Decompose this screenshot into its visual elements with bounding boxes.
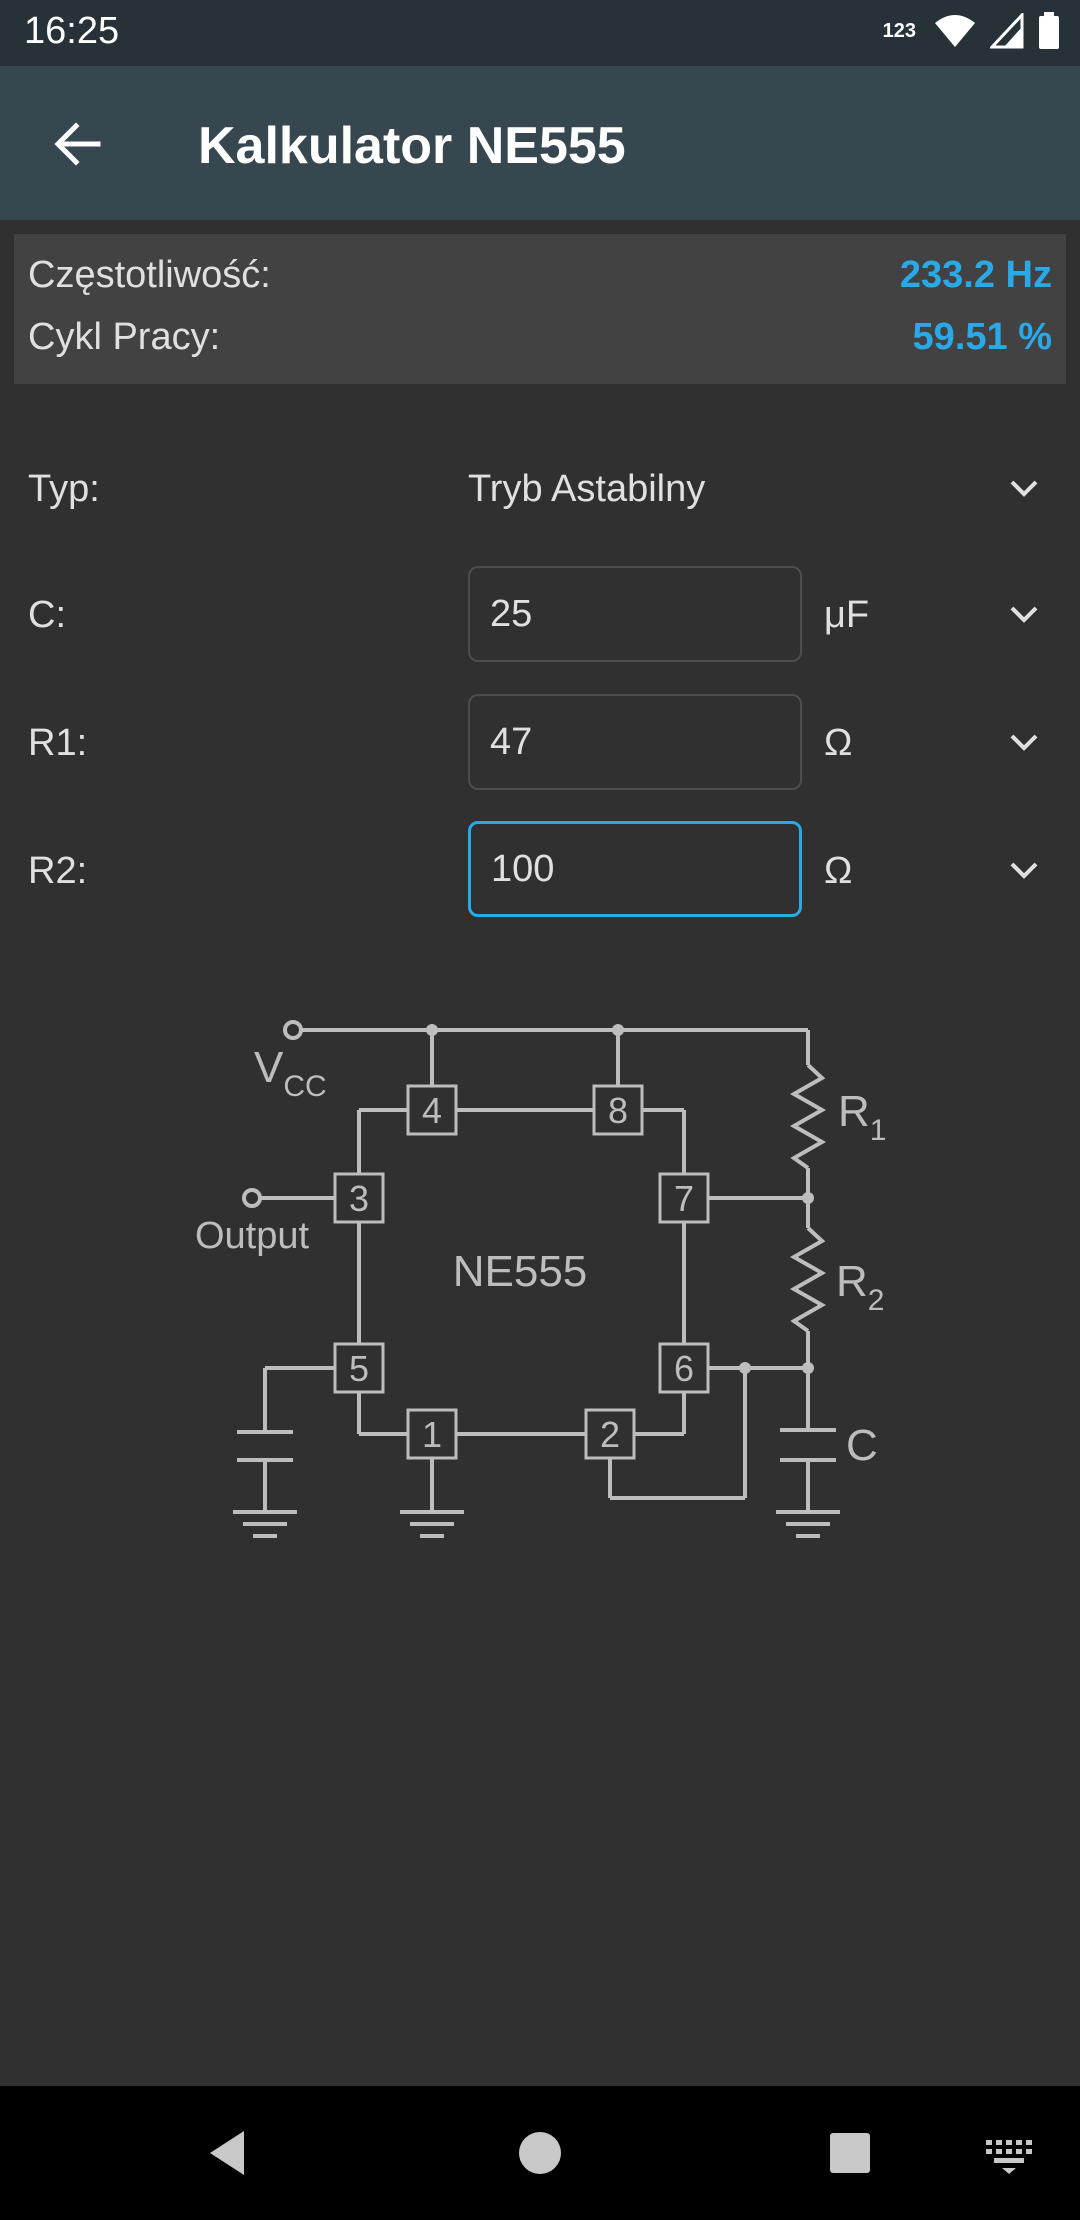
- pin-4-label: 4: [422, 1090, 442, 1131]
- pin-8-label: 8: [608, 1090, 628, 1131]
- type-chevron-down-icon[interactable]: [1004, 468, 1044, 508]
- pin-5-label: 5: [349, 1348, 369, 1389]
- keyboard-icon[interactable]: [972, 2118, 1042, 2188]
- page-title: Kalkulator NE555: [198, 117, 626, 175]
- pin-1-box: [406, 1408, 458, 1460]
- navigation-bar: [0, 2086, 1080, 2220]
- output-label: Output: [195, 1215, 310, 1257]
- results-panel: Częstotliwość: 233.2 Hz Cykl Pracy: 59.5…: [14, 234, 1066, 384]
- cell-signal-icon: [990, 13, 1024, 49]
- vcc-label-sub: CC: [283, 1070, 326, 1103]
- app-bar: Kalkulator NE555: [0, 66, 1080, 220]
- r1-diagram-label-main: R: [838, 1087, 870, 1136]
- vcc-label-main: V: [254, 1043, 284, 1092]
- pin-6-label: 6: [674, 1348, 694, 1389]
- r1-input[interactable]: 47: [468, 694, 802, 790]
- r1-label: R1:: [28, 722, 88, 764]
- c-diagram-label: C: [846, 1421, 878, 1470]
- r2-label: R2:: [28, 850, 88, 892]
- type-select[interactable]: Tryb Astabilny: [468, 468, 706, 510]
- status-time: 16:25: [24, 10, 120, 52]
- pin-5-box: [333, 1342, 385, 1394]
- r1-diagram-label-sub: 1: [870, 1114, 887, 1147]
- frequency-label: Częstotliwość:: [28, 254, 271, 296]
- back-triangle-icon[interactable]: [192, 2118, 262, 2188]
- status-icons: 123: [883, 12, 1060, 50]
- duty-cycle-value: 59.51 %: [912, 316, 1052, 358]
- vcc-label: VCC: [254, 1043, 327, 1103]
- r1-unit-select[interactable]: Ω: [824, 722, 853, 764]
- r1-diagram-label: R1: [838, 1087, 886, 1147]
- r1-unit-chevron-down-icon[interactable]: [1004, 722, 1044, 762]
- frequency-value: 233.2 Hz: [899, 254, 1052, 296]
- r2-diagram-label-sub: 2: [868, 1284, 885, 1317]
- c-unit-select[interactable]: μF: [824, 594, 870, 636]
- r2-diagram-label: R2: [836, 1257, 884, 1317]
- pin-7-label: 7: [674, 1178, 694, 1219]
- pin-2-box: [584, 1408, 636, 1460]
- type-label: Typ:: [28, 468, 100, 510]
- pin-1-label: 1: [422, 1414, 442, 1455]
- r2-input[interactable]: 100: [468, 821, 802, 917]
- c-label: C:: [28, 594, 66, 636]
- c-input[interactable]: 25: [468, 566, 802, 662]
- r2-unit-select[interactable]: Ω: [824, 850, 853, 892]
- duty-cycle-row: Cykl Pracy: 59.51 %: [28, 316, 1052, 376]
- pin-3-box: [333, 1172, 385, 1224]
- r2-diagram-label-main: R: [836, 1257, 868, 1306]
- battery-icon: [1039, 12, 1059, 49]
- pin-4-box: [406, 1084, 458, 1136]
- r2-unit-chevron-down-icon[interactable]: [1004, 850, 1044, 890]
- pin-6-box: [658, 1342, 710, 1394]
- status-bar: 16:25 123: [0, 0, 1080, 66]
- pin-7-box: [658, 1172, 710, 1224]
- arrow-back-icon[interactable]: [48, 114, 108, 174]
- recents-square-icon[interactable]: [815, 2118, 885, 2188]
- network-type-label: 123: [882, 19, 916, 42]
- pin-3-label: 3: [349, 1178, 369, 1219]
- wifi-icon: [935, 15, 975, 47]
- pin-8-box: [592, 1084, 644, 1136]
- home-circle-icon[interactable]: [505, 2118, 575, 2188]
- frequency-row: Częstotliwość: 233.2 Hz: [28, 254, 1052, 314]
- chip-label: NE555: [453, 1247, 588, 1296]
- pin-2-label: 2: [600, 1414, 620, 1455]
- duty-cycle-label: Cykl Pracy:: [28, 316, 221, 358]
- c-unit-chevron-down-icon[interactable]: [1004, 594, 1044, 634]
- ne555-circuit-diagram: 4 8 3 7 5 6 1 2 NE555 VCC Output R1 R2 C: [195, 1020, 886, 1538]
